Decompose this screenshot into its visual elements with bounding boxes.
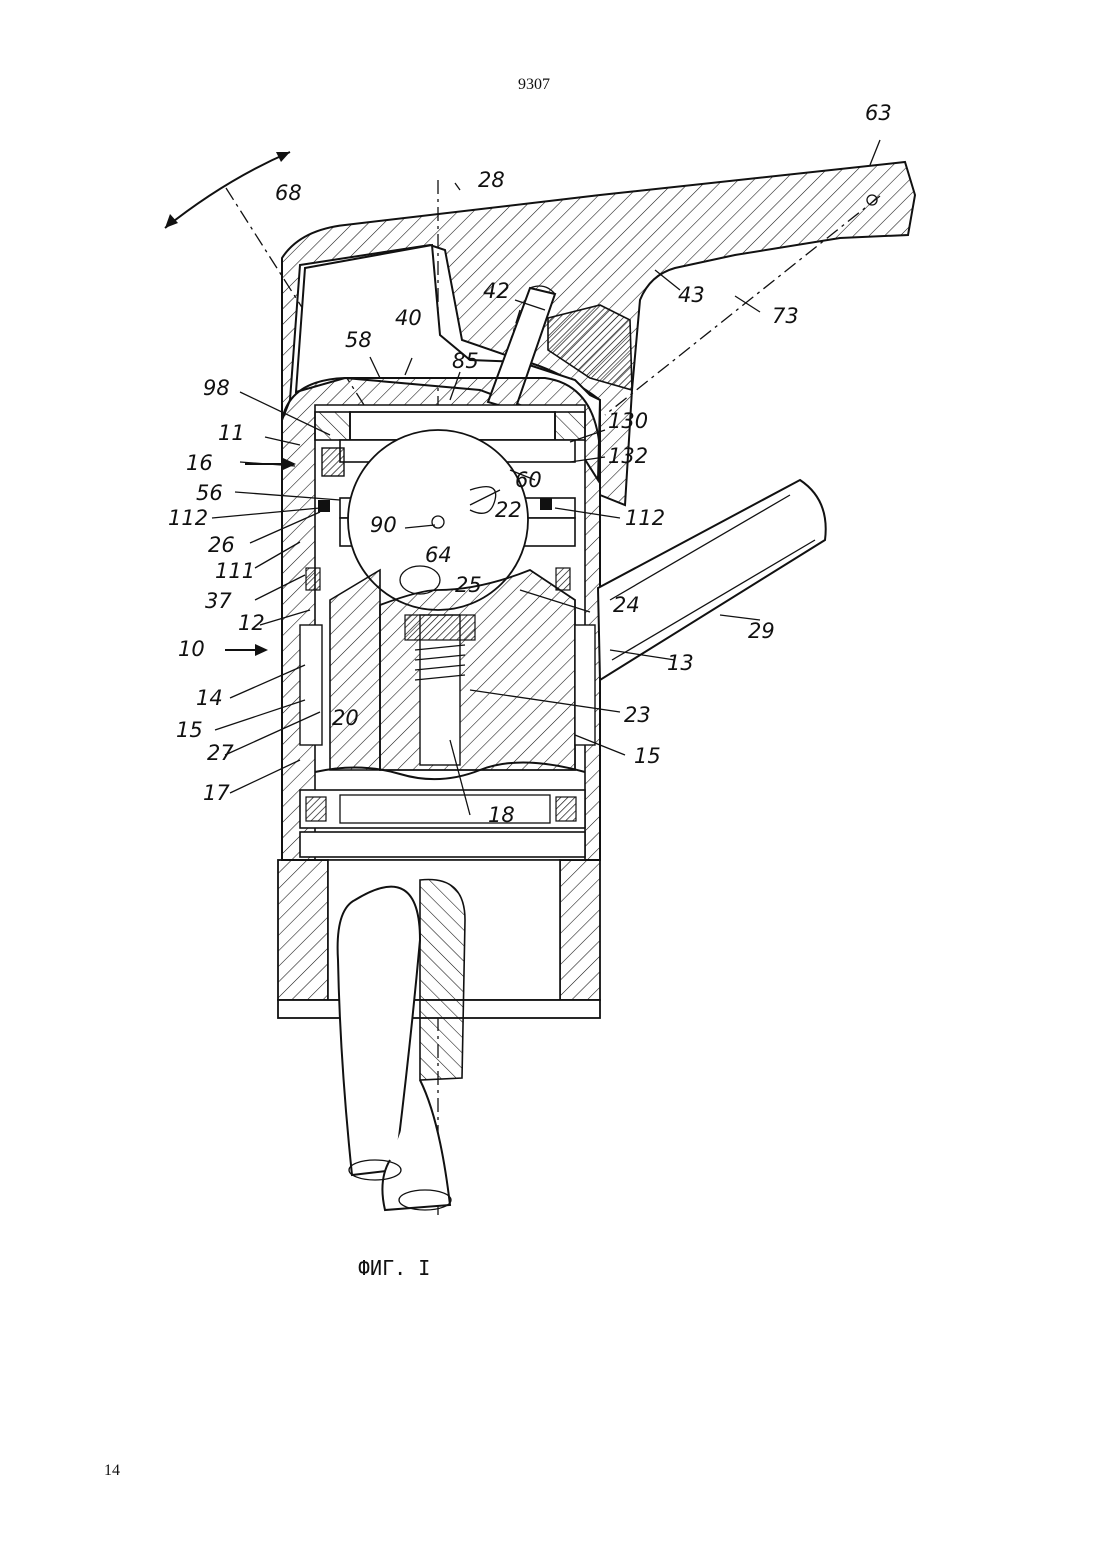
ref-label-130: 130	[608, 409, 648, 433]
ref-label-98: 98	[203, 376, 230, 400]
ref-label-10: 10	[178, 637, 205, 661]
ref-label-90: 90	[370, 513, 397, 537]
ref-label-16: 16	[186, 451, 213, 475]
ref-label-42: 42	[483, 279, 510, 303]
ref-label-12: 12	[238, 611, 265, 635]
ref-label-58: 58	[345, 328, 372, 352]
ref-label-27: 27	[207, 741, 234, 765]
ref-label-25: 25	[455, 573, 482, 597]
ref-label-29: 29	[748, 619, 775, 643]
lower-seal-ring	[300, 790, 585, 857]
inlet-hose	[338, 880, 465, 1211]
ref-label-68: 68	[275, 181, 302, 205]
ref-label-37: 37	[205, 589, 232, 613]
ref-label-63: 63	[865, 101, 892, 125]
ref-label-40: 40	[395, 306, 422, 330]
ref-label-20: 20	[332, 706, 359, 730]
ref-label-17: 17	[203, 781, 230, 805]
ref-label-15-right: 15	[634, 744, 661, 768]
ref-label-24: 24	[613, 593, 640, 617]
figure-caption: ФИГ. I	[358, 1256, 430, 1280]
ref-label-132: 132	[608, 444, 648, 468]
ref-label-11: 11	[218, 421, 245, 445]
page-number: 14	[104, 1462, 120, 1480]
ref-label-28: 28	[478, 168, 505, 192]
ref-label-22: 22	[495, 498, 522, 522]
ref-label-18: 18	[488, 803, 515, 827]
ref-label-60: 60	[515, 468, 542, 492]
ref-label-111: 111	[215, 559, 255, 583]
ref-label-112-right: 112	[625, 506, 665, 530]
ref-label-73: 73	[772, 304, 799, 328]
ref-label-85: 85	[452, 349, 479, 373]
ref-label-26: 26	[208, 533, 235, 557]
ref-label-14: 14	[196, 686, 223, 710]
ref-label-23: 23	[624, 703, 651, 727]
arrow-10	[225, 644, 268, 656]
ref-label-13: 13	[667, 651, 694, 675]
ref-label-43: 43	[678, 283, 705, 307]
ref-label-15-left: 15	[176, 718, 203, 742]
ref-label-56: 56	[196, 481, 223, 505]
ref-label-64: 64	[425, 543, 452, 567]
ref-label-112-left: 112	[168, 506, 208, 530]
piston-body	[300, 570, 595, 779]
